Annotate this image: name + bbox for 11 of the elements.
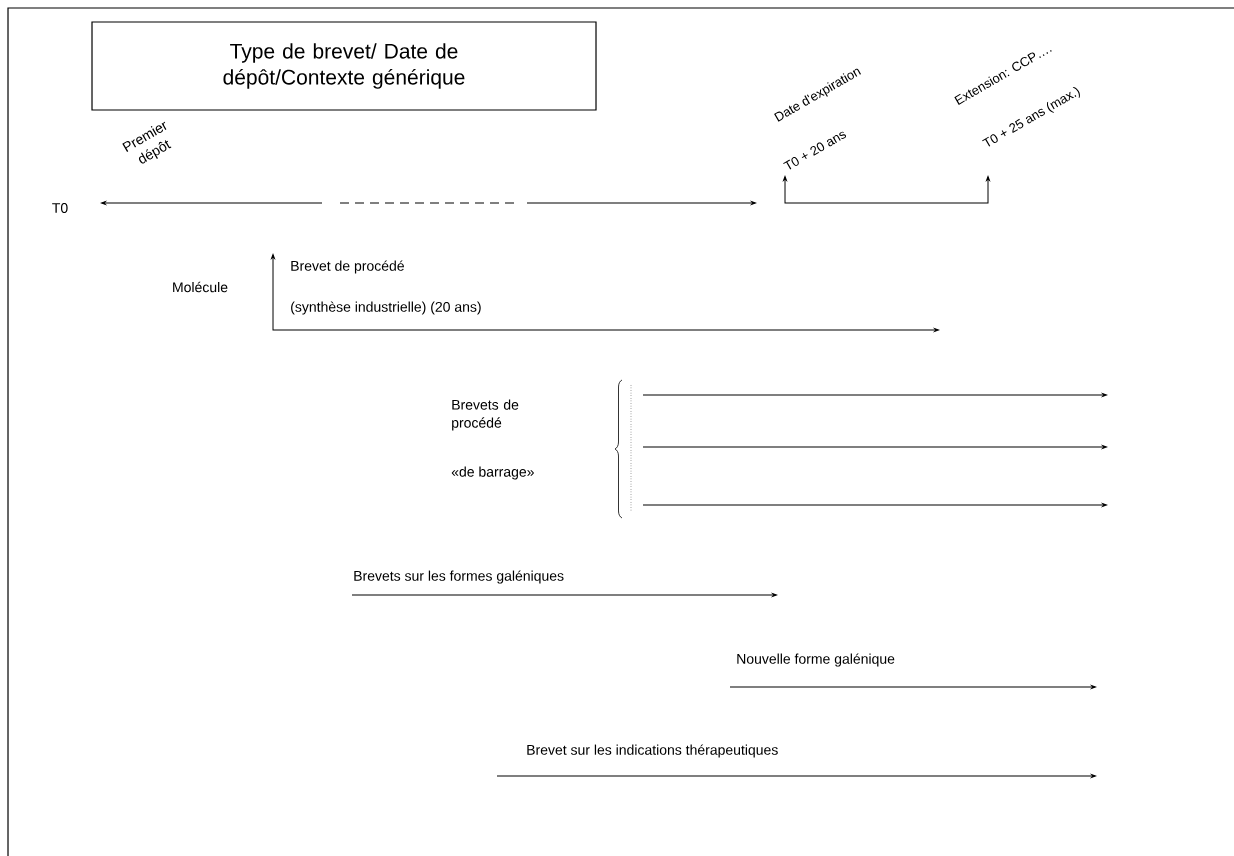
rotated-label: T0 + 20 ans [783, 131, 847, 170]
bar-label: (synthèse industrielle) (20 ans) [291, 301, 481, 315]
bar-label: Brevets sur les formes galéniques [354, 570, 564, 584]
row-label: Molécule [173, 281, 228, 293]
bar-label: Brevet de procédé [291, 260, 404, 274]
row-label: Brevets de procédé [452, 399, 519, 431]
title-box: Type de brevet/ Date de dépôt/Contexte générique [91, 21, 597, 111]
bar-label: Nouvelle forme galénique [737, 653, 895, 667]
row-label: «de barrage» [451, 466, 534, 480]
axis-label: T0 [52, 203, 68, 213]
bar-label: Brevet sur les indications thérapeutiques [527, 744, 778, 758]
